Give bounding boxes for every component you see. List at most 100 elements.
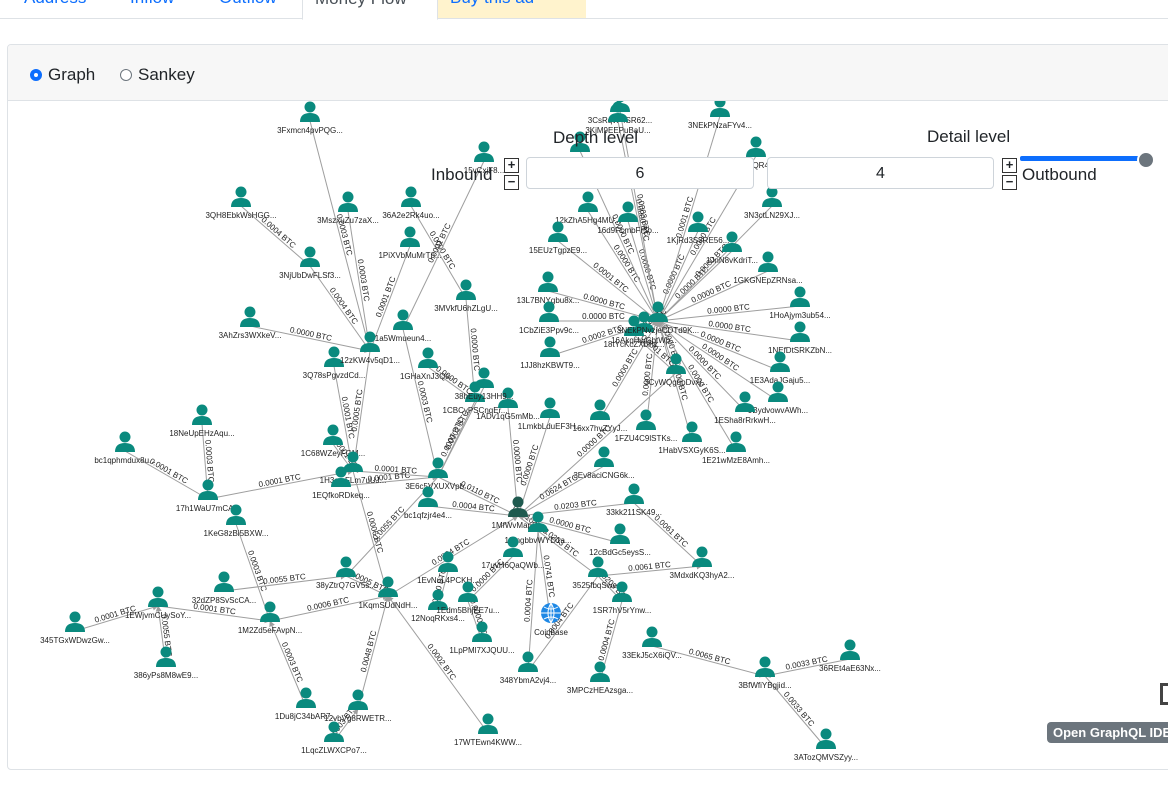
address-node[interactable]: 12vbVg8RWETR... [324,689,392,724]
address-node[interactable]: 3MszxuZu7zaX... [317,191,379,226]
flow-edge[interactable] [657,305,801,324]
address-node[interactable]: 3KjM9EEPuBaU... [585,101,651,136]
flow-edge[interactable] [309,265,371,352]
flow-edge[interactable] [357,595,390,710]
flow-edge[interactable] [597,563,703,577]
tab-buy-ad[interactable]: Buy this ad [438,0,586,18]
address-node[interactable]: 1KjRd3S3RE56... [667,211,730,246]
flow-edge[interactable] [517,465,605,517]
address-node[interactable]: 32dZP8SvScCA... [192,571,256,606]
detail-level-slider-thumb[interactable] [1137,151,1155,169]
flow-edge[interactable] [657,205,773,322]
address-node[interactable]: 3MPCzHEAzsga... [567,661,633,696]
inbound-increment-button[interactable]: + [504,158,519,173]
address-node[interactable]: 3ATozQMVSZyy... [794,728,858,763]
address-node[interactable]: 38yZtrQ7GV5s... [316,556,376,591]
flow-edge[interactable] [350,350,371,472]
address-node[interactable]: 1E3AdaJGaju5... [750,351,810,386]
outbound-decrement-button[interactable]: − [1002,175,1017,190]
flow-edge[interactable] [402,328,440,478]
flow-edge[interactable] [527,575,599,672]
address-node[interactable]: 1E21wMzE8Amh... [702,431,770,466]
flow-edge[interactable] [657,270,769,322]
address-node[interactable]: 1EvNuL4PCKH... [417,551,479,586]
flow-edge[interactable] [617,120,660,322]
flow-edge[interactable] [657,320,678,374]
open-graphql-ide-button[interactable]: Open GraphQL IDE [1047,722,1168,743]
address-node[interactable]: 1a5Wmueun4... [375,309,431,344]
address-node[interactable]: 36REt4aE63Nx... [819,639,881,674]
flow-edge[interactable] [657,320,781,372]
flow-edge[interactable] [369,245,411,352]
address-node[interactable]: 345TGxWDwzGw... [40,611,110,646]
address-node[interactable]: 17uvH6QaQWb... [481,536,545,571]
flow-edge[interactable] [74,604,159,632]
flow-edge[interactable] [557,240,659,322]
flow-edge[interactable] [657,318,801,342]
address-node[interactable]: 1M2Zd5eFAvpN... [238,601,302,636]
flow-edge[interactable] [269,620,307,708]
address-node[interactable]: 1HoAjym3ub54... [769,286,831,321]
flow-edge[interactable] [657,320,737,452]
flow-edge[interactable] [467,555,514,602]
sankey-radio[interactable]: Sankey [120,65,195,85]
address-node[interactable]: 1NEfDtSRKZbN... [768,321,832,356]
address-node[interactable]: 1PiXVbMuMrTp... [378,226,442,261]
address-node[interactable]: 3CyWQgqpDvxj... [644,353,708,388]
flow-edge[interactable] [235,523,272,622]
flow-edge[interactable] [656,320,693,442]
fullscreen-icon[interactable] [1160,683,1168,705]
address-node[interactable]: 1JnN8vKdriT... [706,231,758,266]
address-node[interactable]: 3AhZrs3WXkeV... [219,306,282,341]
flow-edge[interactable] [437,476,519,517]
flow-edge[interactable] [402,160,485,330]
address-node[interactable]: 1SR7hV5rYnw... [593,581,652,616]
address-node[interactable]: 1Du8jC34bAR7... [275,687,337,722]
address-node[interactable]: 3NEkPNvzjeCDTd9K... [617,301,699,336]
address-node[interactable]: 16d9FLmbFr5o... [597,201,659,236]
tab-address[interactable]: Address [12,0,98,18]
address-node[interactable]: 386yPs8M8wE9... [134,646,198,681]
flow-edge[interactable] [525,530,539,672]
address-node[interactable]: 3MVkfU6hZLgU... [434,279,498,314]
graph-radio-dot[interactable] [30,69,42,81]
address-node[interactable]: 33EkJ5cX6iQV... [622,626,682,661]
flow-edge[interactable] [764,675,827,749]
address-node[interactable]: 3NjUbDwFLSf3... [279,246,341,281]
coinbase-node[interactable]: Coinbase [534,602,568,637]
flow-edge[interactable] [269,594,389,622]
graph-radio[interactable]: Graph [30,65,95,85]
flow-edge[interactable] [633,502,703,567]
address-node[interactable]: 1KqmSUdNdH... [358,576,418,611]
inbound-decrement-button[interactable]: − [504,175,519,190]
address-node[interactable]: 1MfWvMapD... [492,496,545,531]
flow-edge[interactable] [764,658,851,678]
flow-edge[interactable] [599,320,659,420]
address-node[interactable]: 1GKGNEpZRNsa... [733,251,803,286]
flow-edge[interactable] [207,469,354,500]
address-node[interactable]: 1LqcZLWXCPo7... [301,721,367,756]
flow-edge[interactable] [627,220,660,322]
flow-edge[interactable] [352,470,439,480]
address-node[interactable]: bc1qphmdux8u... [94,431,156,466]
flow-edge[interactable] [352,470,390,597]
detail-level-slider[interactable] [1020,156,1150,161]
address-node[interactable]: 18NeUpEHzAqu... [169,404,235,439]
address-node[interactable]: 15vCxjF8... [464,141,504,176]
sankey-radio-dot[interactable] [120,69,132,81]
address-node[interactable]: 15EUzTgpzE9... [529,221,587,256]
address-node[interactable]: 1HabVSXGyK6S... [658,421,726,456]
address-node[interactable]: 1JJ8hzKBWT9... [520,336,580,371]
flow-edge[interactable] [427,366,476,402]
flow-edge[interactable] [240,205,311,267]
flow-edge[interactable] [309,120,372,352]
inbound-depth-input[interactable]: 6 [526,157,754,189]
address-node[interactable]: 3Q78sPgvzdCd... [303,346,366,381]
flow-edge[interactable] [387,595,489,734]
address-node[interactable]: 13L7BNYgbu8x... [517,271,580,306]
address-node[interactable]: 3QH8EbkWsHGG... [205,186,277,221]
address-node[interactable]: 1C68WZeyFGM... [301,424,365,459]
flow-edge[interactable] [657,230,699,322]
